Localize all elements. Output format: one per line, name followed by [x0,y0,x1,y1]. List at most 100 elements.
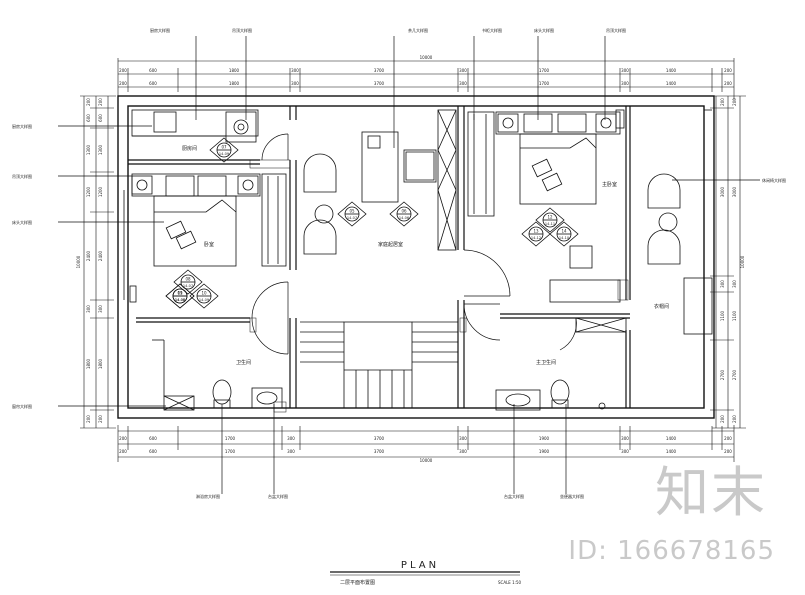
callout-label-top: 吊顶大样图 [606,27,626,33]
callout-label-left: 厨房大样图 [12,123,32,129]
dimension-right: 2700 [720,369,725,380]
room-label-kitchen: 厨房间 [182,145,197,152]
top-dimension-lines [117,58,735,100]
stair [300,321,458,409]
section-mark [389,201,419,227]
dimension-top: 1700 [539,68,550,73]
dimension-top-2: 1800 [229,81,240,86]
dimension-bottom-2: 600 [149,449,157,454]
dimension-left: 2400 [98,250,103,261]
dimension-top: 300 [291,68,299,73]
kitchen-counter [131,109,259,143]
section-mark [173,269,203,295]
dimension-bottom-2: 200 [724,449,732,454]
dimension-bottom: 1900 [539,436,550,441]
room-label-walkin-closet: 衣帽间 [654,303,669,310]
dimension-right-2: 200 [732,98,737,106]
room-label-master-bathroom: 主卫生间 [536,359,556,366]
section-mark-number: 10 [201,291,207,296]
section-mark-number: 11 [177,291,183,296]
callout-label-left: 窗帘大样图 [12,403,32,409]
dimension-right-2: 2700 [732,369,737,380]
dimension-total-left: 10000 [76,255,81,268]
dimension-top: 3700 [374,68,385,73]
room-label-master-bedroom: 主卧室 [602,181,617,188]
dimension-bottom: 200 [119,436,127,441]
callout-label-top: 厨房大样图 [150,27,170,33]
section-mark-ref: 14-08 [175,298,185,302]
callout-label-right: 休闲椅大样图 [762,177,786,183]
dimension-bottom-2: 1700 [225,449,236,454]
dimension-top-2: 300 [459,81,467,86]
room-label-bedroom: 卧室 [204,241,214,248]
callout-label-top: 床头大样图 [534,27,554,33]
dimension-right-2: 300 [732,280,737,288]
dimension-bottom-2: 300 [621,449,629,454]
section-mark-ref: 14-08 [175,298,185,302]
right-dimension-lines [710,95,746,429]
dimension-bottom: 3700 [374,436,385,441]
left-bedroom-furniture [123,173,287,303]
dimension-left-2: 1300 [86,144,91,155]
callout-label-bottom: 淋浴房大样图 [196,493,220,499]
section-marks [165,137,579,309]
section-mark-number: 09 [177,291,183,296]
dimension-total-right: 10000 [740,255,745,268]
section-mark-ref: 14-07 [183,284,193,288]
dimension-left: 1800 [98,358,103,369]
master-bedroom-furniture [467,109,625,303]
dimension-total-top: 10000 [420,55,433,60]
dimension-bottom: 1700 [225,436,236,441]
dimension-left: 200 [98,98,103,106]
section-mark-number: 12 [547,215,553,220]
dimension-bottom-2: 1900 [539,449,550,454]
section-mark-ref: 14-12 [531,236,541,240]
room-label-bathroom: 卫生间 [236,359,251,366]
plan-title: 二层平面布置图 [340,579,375,586]
dimension-left: 1300 [98,144,103,155]
left-dimension-lines [80,95,116,429]
room-label-living-hall: 家庭起居室 [378,241,403,248]
dimension-top-2: 200 [724,81,732,86]
dimension-left-2: 200 [86,98,91,106]
dimension-right-2: 200 [732,415,737,423]
dimension-left-2: 200 [86,415,91,423]
section-mark-ref: 14-10 [559,236,569,240]
plan-caption: PLAN [401,560,439,571]
dimension-top: 300 [459,68,467,73]
dimension-total-bottom: 10000 [420,458,433,463]
dimension-left-2: 1200 [86,186,91,197]
bottom-dimension-lines [117,425,735,462]
dimension-left-2: 600 [86,114,91,122]
dimension-bottom-2: 300 [459,449,467,454]
section-mark-number: 06 [401,209,407,214]
section-mark [337,201,367,227]
dimension-bottom: 300 [287,436,295,441]
callout-label-left: 床头大样图 [12,219,32,225]
section-mark-ref: 14-09 [199,298,209,302]
section-mark-ref: 14-06 [399,216,409,220]
callout-label-top: 吊顶大样图 [232,27,252,33]
plan-caption-lines [330,571,520,576]
section-mark-ref: 14-09 [219,152,229,156]
watermark-logo: 知末 [655,461,767,524]
dimension-left-2: 300 [86,305,91,313]
section-mark [165,283,195,309]
dimension-top: 1800 [229,68,240,73]
callout-leader-lines [58,36,760,494]
dimension-top-2: 300 [621,81,629,86]
left-bathroom-fixtures [152,339,283,411]
dimension-top: 200 [724,68,732,73]
section-mark-number: 07 [221,145,227,150]
dimension-bottom-2: 200 [119,449,127,454]
callout-label-top: 茶几大样图 [408,27,428,33]
dimension-top-2: 1700 [539,81,550,86]
dimension-right-2: 1100 [732,310,737,321]
dimension-left: 600 [98,114,103,122]
section-mark [189,283,219,309]
section-mark [549,221,579,247]
section-mark-ref: 14-11 [545,222,555,226]
section-mark-ref: 14-07 [347,216,357,220]
dimension-left-2: 2400 [86,250,91,261]
